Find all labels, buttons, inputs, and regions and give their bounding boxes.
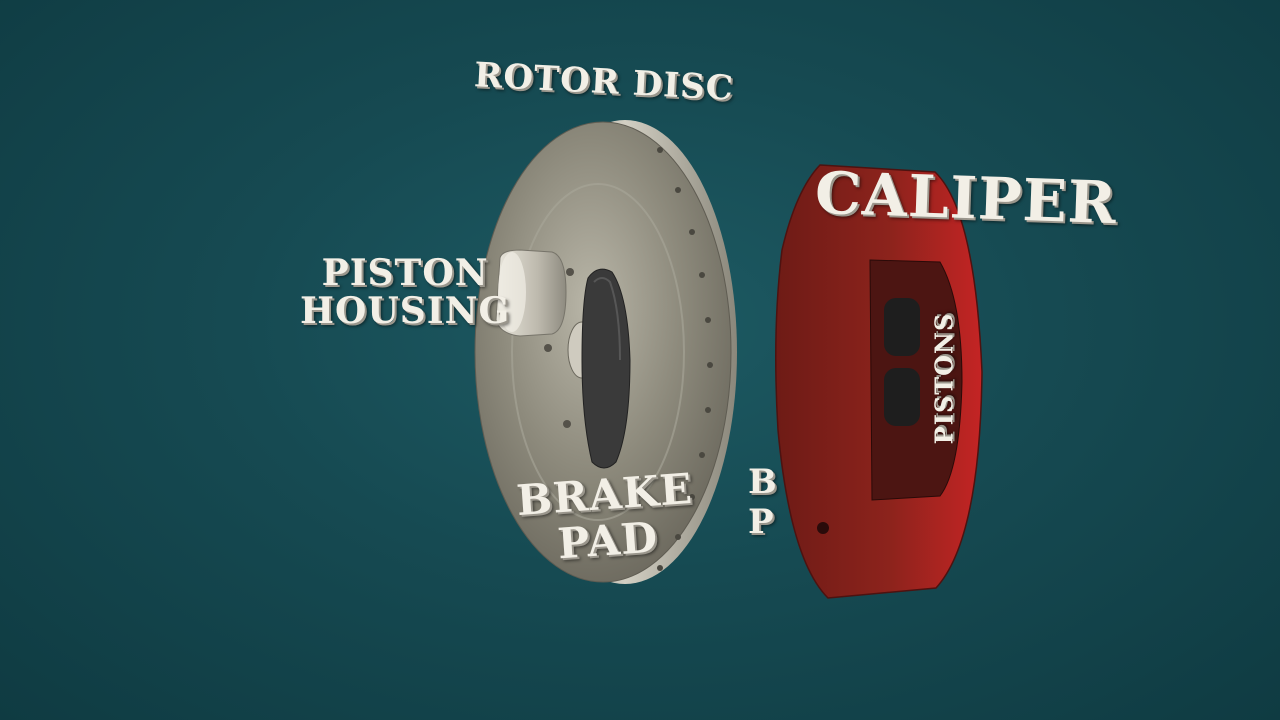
piston-housing-label: PISTON HOUSING — [300, 254, 510, 330]
brake-pad — [581, 268, 631, 469]
piston-housing-label-line1: PISTON — [321, 252, 489, 294]
brake-pad-partial-label: B P — [748, 462, 778, 542]
caliper-label: CALIPER — [813, 158, 1119, 238]
brake-pad-partial-line2: P — [748, 502, 775, 542]
piston-housing-label-line2: HOUSING — [300, 290, 511, 332]
brake-pad-label: BRAKE PAD — [515, 464, 698, 570]
caliper — [775, 164, 983, 599]
brake-pad-partial-line1: B — [748, 462, 778, 502]
piston-housing — [495, 249, 567, 337]
pistons-label: PISTONS — [929, 312, 959, 445]
